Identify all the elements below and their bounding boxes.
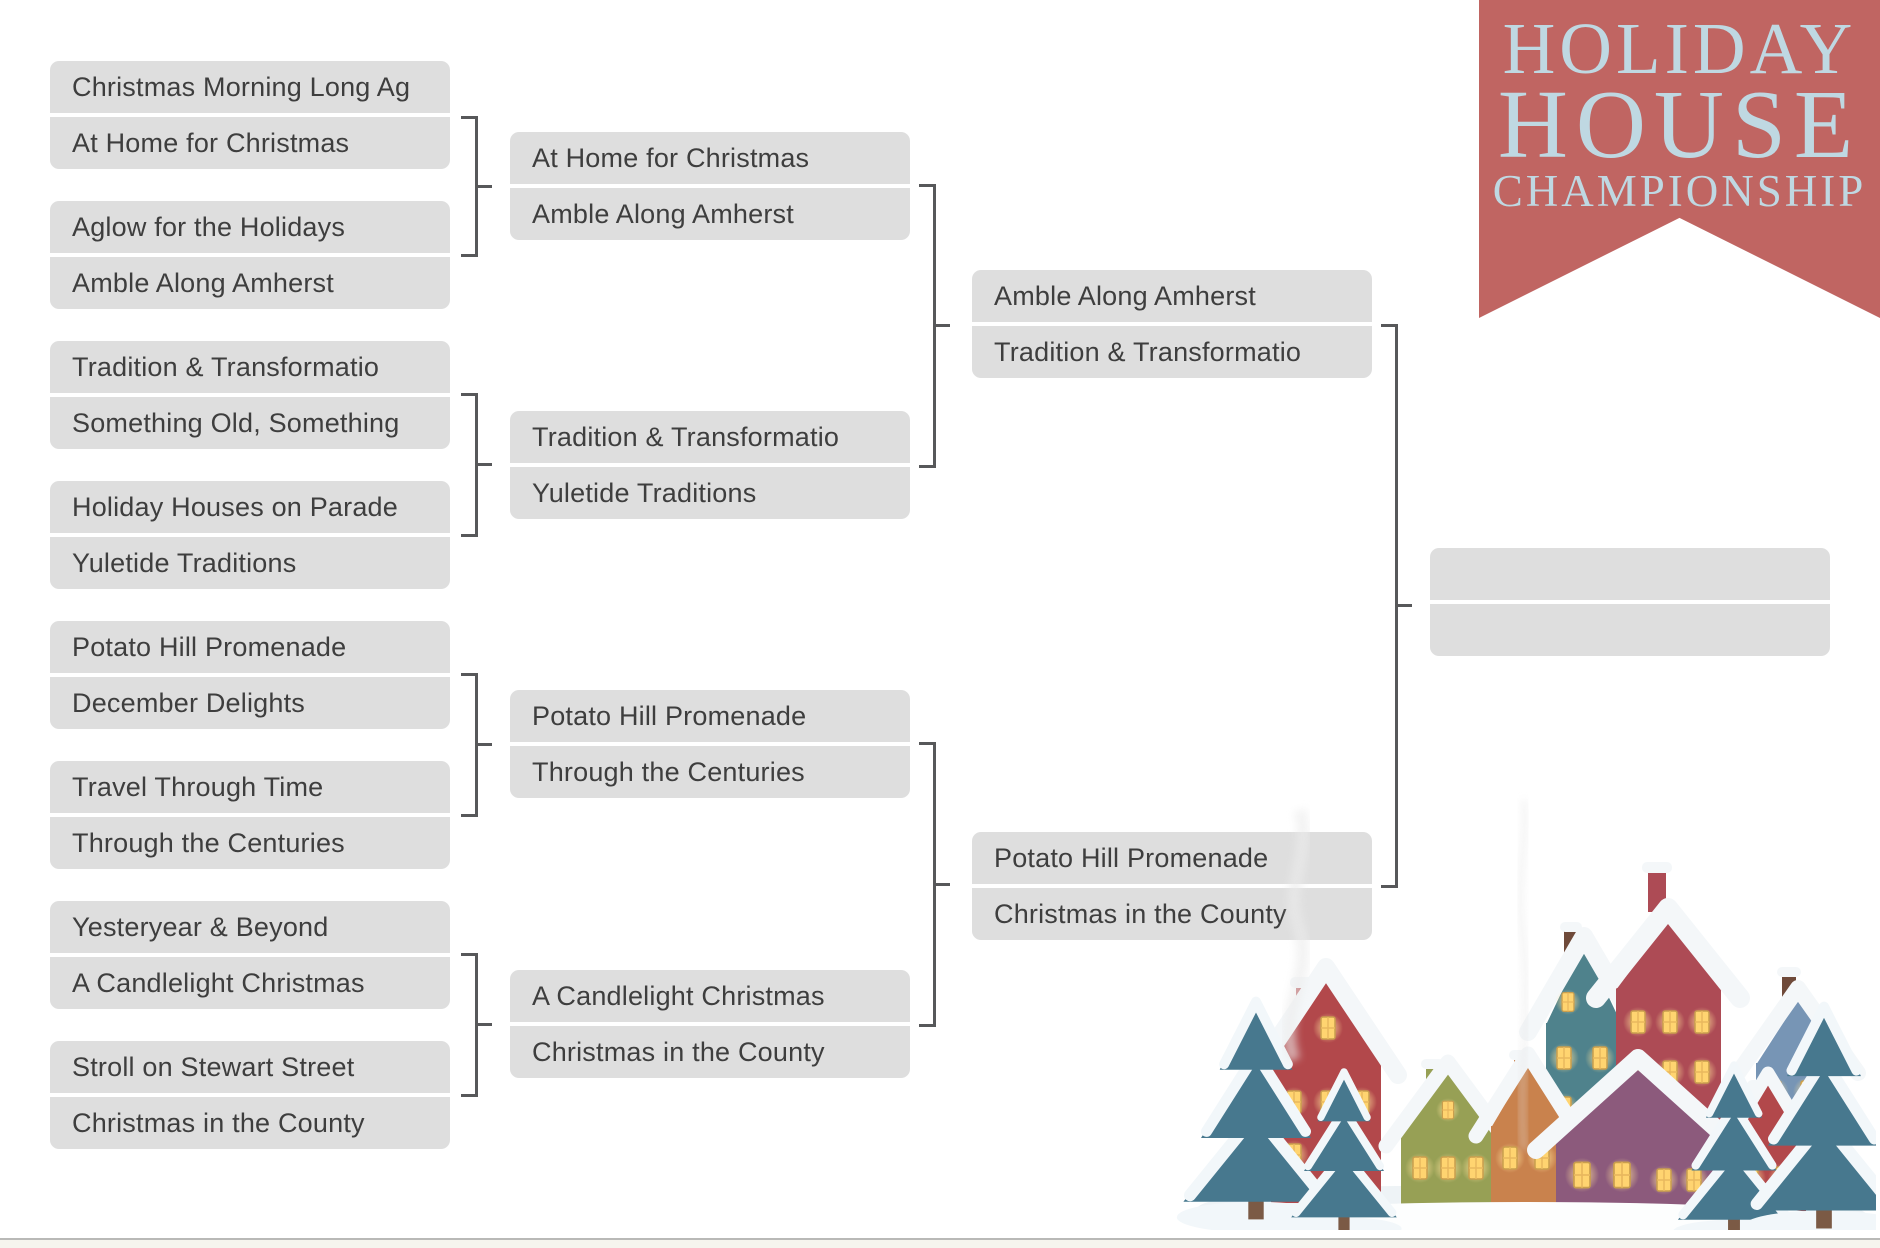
matchup: Tradition & Transformatio Something Old,… bbox=[50, 341, 450, 449]
snow-ground bbox=[1186, 1155, 1866, 1230]
bracket-connector bbox=[919, 742, 950, 1027]
snow-foreground bbox=[1196, 1202, 1856, 1230]
house-icon bbox=[1519, 922, 1649, 1173]
bracket-connector bbox=[461, 673, 492, 817]
matchup: Stroll on Stewart Street Christmas in th… bbox=[50, 1041, 450, 1149]
matchup: At Home for Christmas Amble Along Amhers… bbox=[510, 132, 910, 240]
bracket-connector bbox=[461, 393, 492, 537]
bracket-slot: Amble Along Amherst bbox=[50, 257, 450, 309]
bracket-connector bbox=[919, 184, 950, 468]
matchup: Tradition & Transformatio Yuletide Tradi… bbox=[510, 411, 910, 519]
matchup: Holiday Houses on Parade Yuletide Tradit… bbox=[50, 481, 450, 589]
bracket-slot: Tradition & Transformatio bbox=[972, 326, 1372, 378]
bracket-slot: December Delights bbox=[50, 677, 450, 729]
bracket-connector bbox=[461, 953, 492, 1097]
bracket-connector bbox=[1381, 324, 1412, 888]
matchup: Yesteryear & Beyond A Candlelight Christ… bbox=[50, 901, 450, 1009]
bracket-slot: Potato Hill Promenade bbox=[510, 690, 910, 742]
matchup: Amble Along Amherst Tradition & Transfor… bbox=[972, 270, 1372, 378]
matchup: Potato Hill Promenade December Delights bbox=[50, 621, 450, 729]
bracket-slot: Tradition & Transformatio bbox=[50, 341, 450, 393]
matchup: Christmas Morning Long Ag At Home for Ch… bbox=[50, 61, 450, 169]
bracket-slot: Yuletide Traditions bbox=[50, 537, 450, 589]
house-icon bbox=[1245, 958, 1407, 1203]
bracket-slot: Christmas in the County bbox=[50, 1097, 450, 1149]
bracket-slot: Potato Hill Promenade bbox=[50, 621, 450, 673]
bracket-slot: A Candlelight Christmas bbox=[510, 970, 910, 1022]
pine-tree-icon bbox=[1286, 1069, 1401, 1230]
banner-title-line1: HOLIDAY bbox=[1502, 8, 1857, 89]
bracket-slot-empty bbox=[1430, 604, 1830, 656]
banner-title-line2: HOUSE bbox=[1497, 71, 1862, 178]
championship-banner: HOLIDAY HOUSE CHAMPIONSHIP bbox=[1479, 0, 1880, 318]
bracket-slot: Something Old, Something bbox=[50, 397, 450, 449]
bracket-slot: At Home for Christmas bbox=[50, 117, 450, 169]
house-icon bbox=[1378, 1054, 1518, 1210]
house-icon bbox=[1527, 1049, 1749, 1225]
matchup: Aglow for the Holidays Amble Along Amher… bbox=[50, 201, 450, 309]
bracket-slot: A Candlelight Christmas bbox=[50, 957, 450, 1009]
matchup-final bbox=[1430, 548, 1830, 656]
bracket-slot: Amble Along Amherst bbox=[510, 188, 910, 240]
matchup: Travel Through Time Through the Centurie… bbox=[50, 761, 450, 869]
pine-tree-icon bbox=[1673, 1062, 1795, 1230]
bracket-slot: Potato Hill Promenade bbox=[972, 832, 1372, 884]
bracket-slot: Yesteryear & Beyond bbox=[50, 901, 450, 953]
bracket-slot: At Home for Christmas bbox=[510, 132, 910, 184]
bracket-slot: Christmas Morning Long Ag bbox=[50, 61, 450, 113]
bracket-slot: Holiday Houses on Parade bbox=[50, 481, 450, 533]
bracket-slot: Christmas in the County bbox=[972, 888, 1372, 940]
bracket-slot: Christmas in the County bbox=[510, 1026, 910, 1078]
house-icon bbox=[1586, 862, 1750, 1188]
chimney-smoke-icon bbox=[1517, 799, 1529, 1151]
banner-title-line3: CHAMPIONSHIP bbox=[1492, 166, 1867, 216]
matchup: Potato Hill Promenade Through the Centur… bbox=[510, 690, 910, 798]
bracket-connector bbox=[461, 116, 492, 257]
matchup: A Candlelight Christmas Christmas in the… bbox=[510, 970, 910, 1078]
bracket-slot: Through the Centuries bbox=[50, 817, 450, 869]
pine-tree-icon bbox=[1177, 997, 1335, 1230]
house-icon bbox=[1468, 1046, 1588, 1210]
matchup: Potato Hill Promenade Christmas in the C… bbox=[972, 832, 1372, 940]
house-icon bbox=[1711, 1066, 1825, 1225]
bracket-slot: Aglow for the Holidays bbox=[50, 201, 450, 253]
pine-tree-icon bbox=[1743, 1002, 1876, 1230]
house-icon bbox=[1730, 967, 1866, 1183]
bracket-slot: Travel Through Time bbox=[50, 761, 450, 813]
bracket-slot: Stroll on Stewart Street bbox=[50, 1041, 450, 1093]
bracket-slot: Through the Centuries bbox=[510, 746, 910, 798]
page-bottom-edge bbox=[0, 1238, 1880, 1248]
bracket-slot-empty bbox=[1430, 548, 1830, 600]
bracket-slot: Amble Along Amherst bbox=[972, 270, 1372, 322]
bracket-slot: Yuletide Traditions bbox=[510, 467, 910, 519]
bracket-slot: Tradition & Transformatio bbox=[510, 411, 910, 463]
